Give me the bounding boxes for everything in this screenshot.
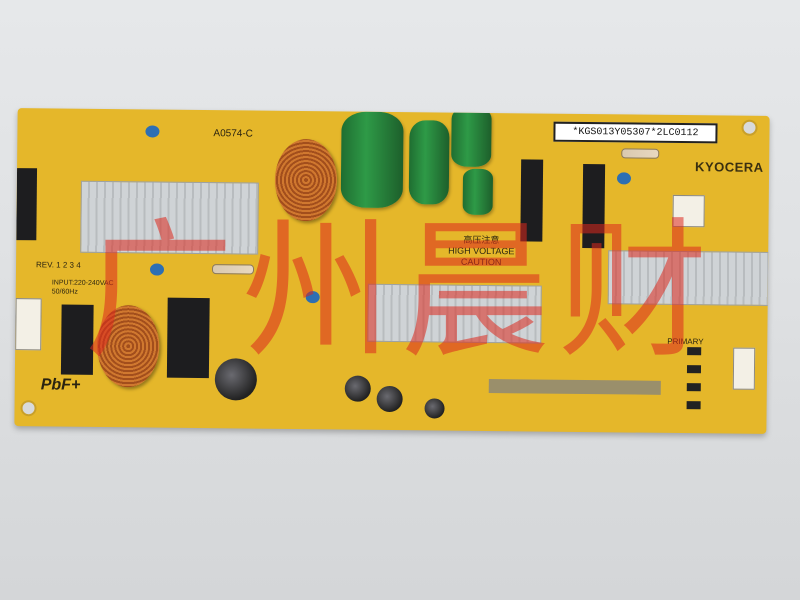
electrolytic-capacitor	[344, 375, 371, 402]
brand-logo: KYOCERA	[695, 159, 764, 175]
input-frequency: 50/60Hz	[51, 288, 78, 296]
high-voltage-warning: 高压注意 HIGH VOLTAGE CAUTION	[448, 235, 515, 269]
hv-en: HIGH VOLTAGE	[448, 245, 515, 257]
input-rating: INPUT:220-240VAC 50/60Hz	[52, 278, 114, 297]
blue-capacitor	[149, 263, 165, 276]
capacitor-large	[340, 111, 404, 209]
rev-label: REV. 1 2 3 4	[35, 260, 81, 270]
electrolytic-capacitor	[424, 398, 445, 419]
choke-right	[166, 297, 210, 379]
heatsink-right	[607, 250, 770, 306]
side-connector	[16, 168, 38, 241]
jumper	[687, 347, 702, 356]
choke-left	[60, 304, 94, 375]
pin-header	[488, 379, 661, 395]
transistor	[520, 159, 544, 242]
jumper	[686, 365, 702, 374]
hv-cn: 高压注意	[463, 234, 500, 246]
coil-bottom	[96, 304, 160, 388]
capacitor-medium	[408, 120, 450, 205]
capacitor-top	[451, 108, 492, 168]
electrolytic-capacitor	[376, 385, 403, 413]
output-connector	[732, 347, 756, 390]
jumper	[686, 401, 701, 410]
resistor	[211, 264, 255, 275]
coil-top	[274, 138, 338, 222]
electrolytic-capacitor	[214, 358, 258, 401]
input-connector	[15, 298, 42, 351]
primary-label: PRIMARY	[667, 336, 704, 347]
capacitor-small	[462, 168, 494, 216]
blue-capacitor	[616, 172, 632, 185]
blue-capacitor	[305, 291, 320, 304]
blue-capacitor	[145, 125, 160, 138]
heatsink-center	[367, 283, 542, 344]
jumper	[686, 383, 701, 392]
pbf-mark: PbF+	[40, 376, 81, 394]
model-number: A0574-C	[213, 128, 253, 140]
output-connector	[672, 194, 705, 228]
heatsink-left	[80, 180, 259, 255]
transistor	[582, 163, 606, 249]
mount-hole	[20, 400, 37, 417]
hv-caution: CAUTION	[460, 256, 502, 268]
serial-label: *KGS013Y05307*2LC0112	[553, 121, 718, 144]
mount-hole	[741, 119, 758, 136]
resistor	[621, 148, 660, 159]
circuit-board: *KGS013Y05307*2LC0112 KYOCERA A0574-C 高压…	[14, 108, 770, 434]
